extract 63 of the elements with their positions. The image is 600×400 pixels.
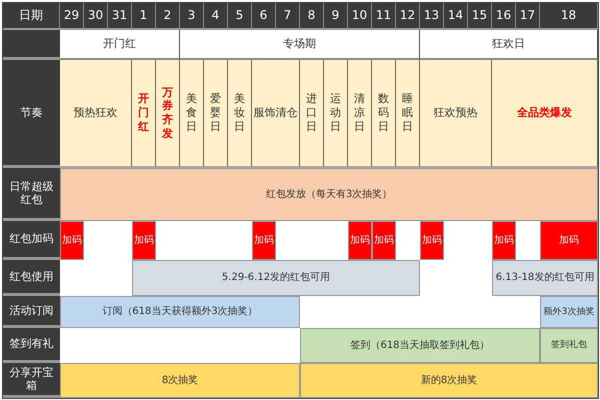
row-header: 节奏 (3, 60, 60, 168)
schedule-label: 服饰清仓 (252, 60, 300, 168)
date-label: 5 (228, 3, 252, 30)
schedule-label: 清凉日 (348, 60, 372, 168)
date-label: 30 (84, 3, 108, 30)
phase-label: 专场期 (180, 30, 420, 60)
bonus-tag: 加码 (348, 221, 372, 260)
schedule-label: 数码日 (372, 60, 396, 168)
date-label: 12 (396, 3, 420, 30)
schedule-label: 运动日 (324, 60, 348, 168)
timeline-bar: 8次抽奖 (60, 363, 300, 398)
row-header: 签到有礼 (3, 328, 60, 363)
bonus-tag: 加码 (372, 221, 396, 260)
bonus-tag: 加码 (60, 221, 84, 260)
timeline-bar: 5.29-6.12发的红包可用 (132, 260, 420, 296)
bonus-tag: 加码 (252, 221, 276, 260)
date-label: 1 (132, 3, 156, 30)
phase-label: 开门红 (60, 30, 180, 60)
date-label: 2 (156, 3, 180, 30)
timeline-bar: 签到礼包 (540, 328, 598, 363)
schedule-label: 狂欢预热 (420, 60, 492, 168)
bonus-tag: 加码 (420, 221, 444, 260)
schedule-label: 万券齐发 (156, 60, 180, 168)
date-label: 29 (60, 3, 84, 30)
date-label: 4 (204, 3, 228, 30)
date-label: 9 (324, 3, 348, 30)
timeline-bar: 订阅（618当天获得额外3次抽奖） (60, 296, 300, 328)
schedule-label: 睡眠日 (396, 60, 420, 168)
date-label: 18 (540, 3, 598, 30)
schedule-label: 进口日 (300, 60, 324, 168)
row-header: 活动订阅 (3, 296, 60, 328)
row-header: 红包使用 (3, 260, 60, 296)
date-label: 3 (180, 3, 204, 30)
bonus-tag: 加码 (132, 221, 156, 260)
row-header: 分享开宝箱 (3, 363, 60, 398)
schedule-label: 开门红 (132, 60, 156, 168)
row-header: 日常超级红包 (3, 168, 60, 221)
schedule-label: 全品类爆发 (492, 60, 598, 168)
timeline-bar: 新的8次抽奖 (300, 363, 598, 398)
row-header: 红包加码 (3, 221, 60, 260)
date-label: 31 (108, 3, 132, 30)
bonus-tag: 加码 (540, 221, 598, 260)
date-label: 16 (492, 3, 516, 30)
date-label: 14 (444, 3, 468, 30)
schedule-label: 预热狂欢 (60, 60, 132, 168)
bonus-tag: 加码 (492, 221, 516, 260)
date-label: 13 (420, 3, 444, 30)
date-label: 15 (468, 3, 492, 30)
date-label: 8 (300, 3, 324, 30)
column-header: 日期 (3, 3, 60, 30)
timeline-bar: 红包发放（每天有3次抽奖） (60, 168, 598, 221)
date-label: 11 (372, 3, 396, 30)
date-label: 7 (276, 3, 300, 30)
schedule-label: 美妆日 (228, 60, 252, 168)
timeline-bar: 6.13-18发的红包可用 (492, 260, 598, 296)
timeline-bar: 签到（618当天抽取签到礼包） (300, 328, 540, 363)
timeline-bar: 额外3次抽奖 (540, 296, 598, 328)
date-label: 17 (516, 3, 540, 30)
schedule-label: 美食日 (180, 60, 204, 168)
schedule-label: 爱婴日 (204, 60, 228, 168)
date-label: 6 (252, 3, 276, 30)
phase-label: 狂欢日 (420, 30, 598, 60)
date-label: 10 (348, 3, 372, 30)
